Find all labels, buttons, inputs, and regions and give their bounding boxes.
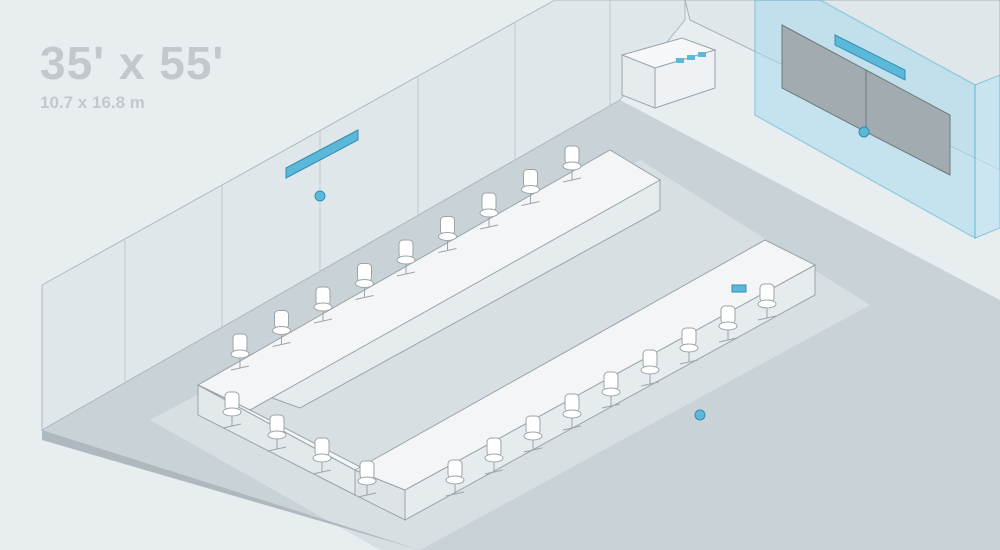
chair (679, 327, 699, 365)
chair (272, 310, 291, 347)
device-hub-icon (676, 58, 684, 63)
room-dimensions-metric: 10.7 x 16.8 m (40, 93, 145, 112)
chair (479, 192, 499, 230)
chair (267, 414, 287, 452)
chair (562, 393, 582, 431)
chair (521, 169, 540, 206)
wall-video-bar-icon (285, 129, 359, 179)
chair (313, 286, 333, 324)
chair (222, 391, 242, 429)
camera-icon (858, 126, 870, 138)
chair (445, 459, 465, 497)
video-bar-icon (834, 34, 906, 81)
chair (312, 437, 332, 475)
table-device-icon (731, 284, 747, 293)
chair (601, 371, 621, 409)
credenza-cabinet (620, 37, 717, 109)
chair (523, 415, 543, 453)
chairs (222, 145, 777, 498)
chair (230, 333, 250, 371)
front-floor-edge (42, 430, 420, 550)
wall-camera-icon (314, 190, 326, 202)
chair (757, 283, 777, 321)
chair (484, 437, 504, 475)
floor-microphone-icon (694, 409, 706, 421)
chair (718, 305, 738, 343)
display-wall (754, 0, 1000, 240)
chair (438, 216, 457, 253)
chair (640, 349, 660, 387)
chair (357, 460, 377, 498)
chair (396, 239, 416, 277)
chair (355, 263, 374, 300)
room-dimensions-imperial: 35' x 55' (40, 37, 225, 89)
chair (562, 145, 582, 183)
display-screen-right (865, 69, 951, 176)
